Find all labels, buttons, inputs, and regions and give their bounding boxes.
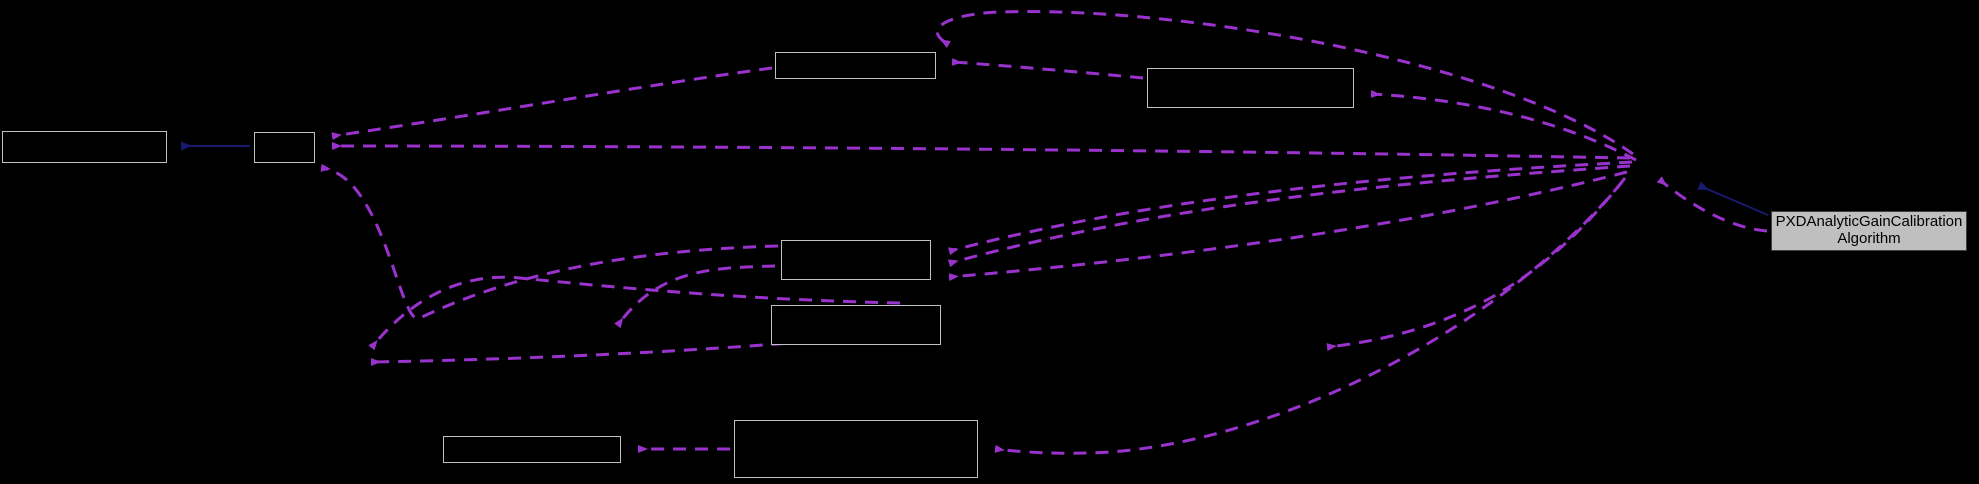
graph-node-4[interactable]: [1147, 68, 1354, 108]
graph-node-7[interactable]: [443, 436, 621, 463]
edge-usage-node5-dangling-left: [614, 264, 776, 329]
edge-usage-hub-node5-b: [947, 164, 1631, 268]
graph-node-8[interactable]: [734, 420, 978, 478]
graph-node-3[interactable]: [775, 52, 936, 79]
inheritance-edges: [181, 141, 1769, 216]
edge-inheritance-node9-hub: [1697, 181, 1769, 216]
graph-node-1[interactable]: [2, 131, 167, 163]
edge-usage-node9-hub-dashed: [1656, 176, 1768, 233]
edge-usage-hub-node2: [331, 141, 1631, 160]
edge-usage-hub-node5-a: [948, 160, 1633, 256]
edge-usage-hub-node4: [1370, 89, 1637, 162]
graph-node-5[interactable]: [781, 240, 931, 280]
edge-usage-hub-node5-c: [948, 170, 1628, 282]
graph-node-9-label: PXDAnalyticGainCalibration Algorithm: [1775, 213, 1963, 247]
edge-usage-node5-node2-long: [320, 163, 779, 320]
graph-node-2[interactable]: [254, 132, 315, 163]
graph-node-pxd-analytic-gain-calibration-algorithm[interactable]: PXDAnalyticGainCalibration Algorithm: [1771, 211, 1967, 251]
usage-edges: [320, 10, 1768, 455]
edge-usage-hub-node8: [994, 181, 1624, 455]
graph-node-6[interactable]: [771, 305, 941, 345]
edge-usage-node4-node3: [951, 57, 1144, 80]
edge-usage-node3-node2: [331, 66, 773, 141]
edge-usage-hub-dangling-mid: [1326, 177, 1627, 352]
